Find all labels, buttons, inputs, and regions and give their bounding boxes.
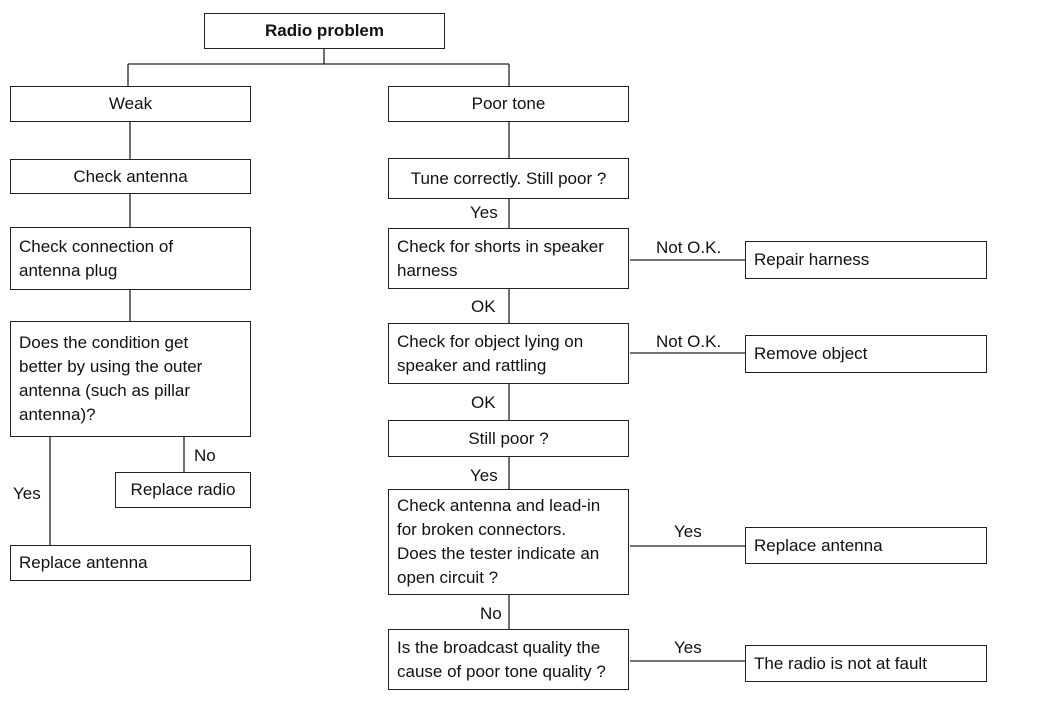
node-check-connection: Check connection of antenna plug (10, 227, 251, 290)
node-weak: Weak (10, 86, 251, 122)
node-check-lead-in: Check antenna and lead-in for broken con… (388, 489, 629, 595)
edge-label-yes: Yes (470, 466, 498, 485)
node-check-object: Check for object lying on speaker and ra… (388, 323, 629, 384)
edge-label-yes: Yes (674, 522, 702, 541)
node-replace-antenna-left: Replace antenna (10, 545, 251, 581)
edge-label-ok: OK (471, 393, 496, 412)
node-outer-antenna-question: Does the condition get better by using t… (10, 321, 251, 437)
node-radio-problem: Radio problem (204, 13, 445, 49)
edge-label-not-ok: Not O.K. (656, 332, 722, 351)
node-still-poor: Still poor ? (388, 420, 629, 457)
edge-label-not-ok: Not O.K. (656, 238, 722, 257)
edge-label-no: No (194, 446, 216, 465)
edge-label-yes: Yes (13, 484, 41, 503)
node-poor-tone: Poor tone (388, 86, 629, 122)
node-tune-correctly: Tune correctly. Still poor ? (388, 158, 629, 199)
node-remove-object: Remove object (745, 335, 987, 373)
edge-label-ok: OK (471, 297, 496, 316)
node-broadcast-quality: Is the broadcast quality the cause of po… (388, 629, 629, 690)
node-check-antenna: Check antenna (10, 159, 251, 194)
edge-label-no: No (480, 604, 502, 623)
node-check-shorts: Check for shorts in speaker harness (388, 228, 629, 289)
edge-label-yes: Yes (470, 203, 498, 222)
node-not-at-fault: The radio is not at fault (745, 645, 987, 682)
edge-label-yes: Yes (674, 638, 702, 657)
node-replace-radio: Replace radio (115, 472, 251, 508)
node-repair-harness: Repair harness (745, 241, 987, 279)
node-replace-antenna-right: Replace antenna (745, 527, 987, 564)
